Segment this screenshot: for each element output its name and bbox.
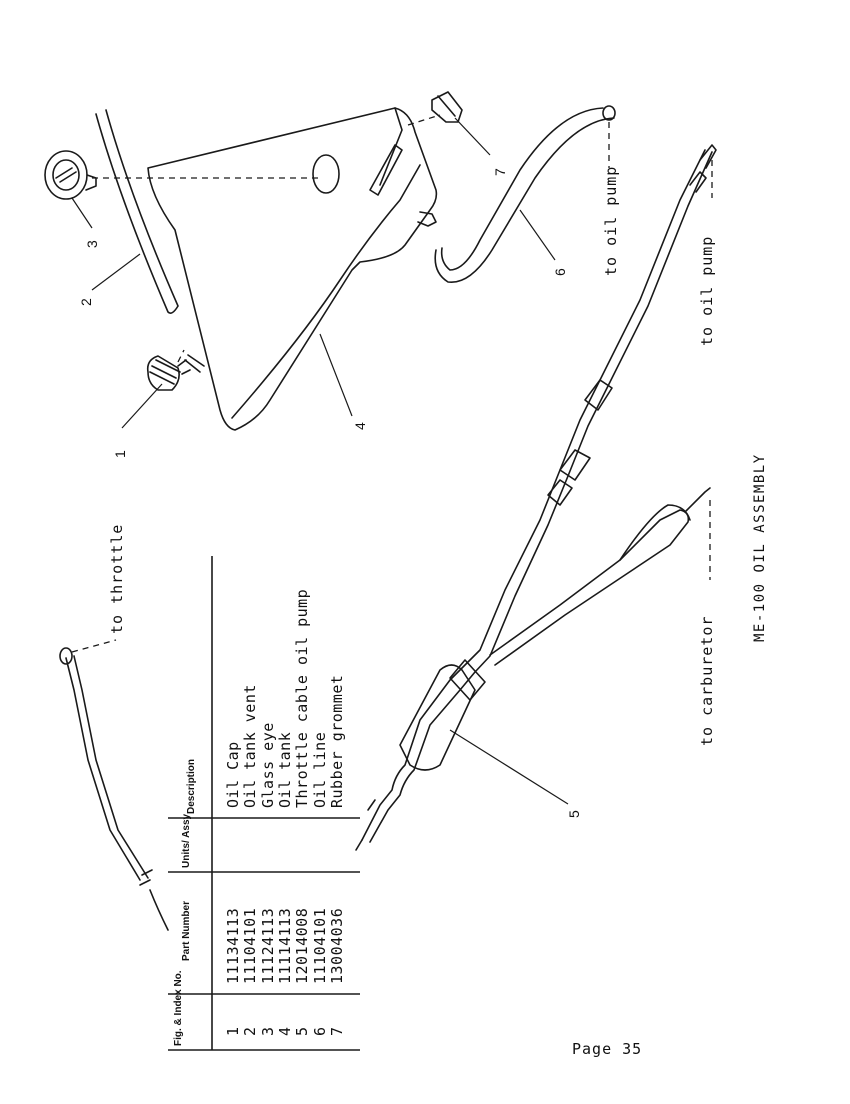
cell-description: Oil tank vent [241, 684, 259, 808]
leader-throttle [71, 639, 117, 653]
callout-3: 3 [84, 240, 100, 248]
oil-pump-cable-end [699, 144, 717, 169]
callout-6: 6 [552, 268, 568, 276]
cable-housing [399, 664, 476, 771]
throttle-cable-main [361, 149, 706, 841]
tank-outlet [417, 211, 437, 227]
cell-description: Oil line [311, 731, 329, 808]
oil-cap [146, 355, 180, 391]
callout-1: 1 [112, 450, 128, 458]
header-units: Units/ Assy [181, 813, 192, 868]
leader-cap [177, 349, 185, 363]
cell-part-number: 13004036 [328, 907, 346, 984]
header-index: Fig. & Index No. [173, 970, 184, 1046]
cell-description: Oil Cap [224, 741, 242, 808]
assembly-title: ME-100 OIL ASSEMBLY [752, 453, 768, 642]
throttle-cable [65, 655, 149, 881]
label-to-oil-pump-1: to oil pump [602, 165, 620, 276]
cell-description: Oil tank [276, 731, 294, 808]
label-to-carburetor: to carburetor [698, 615, 716, 746]
cell-description: Glass eye [259, 722, 277, 808]
oil-tank [147, 107, 438, 431]
cable-joint-mid [547, 479, 573, 506]
cell-index: 7 [328, 1026, 346, 1036]
cell-index: 4 [276, 1026, 294, 1036]
oil-tank-top-edge [379, 107, 403, 186]
callout-5: 5 [566, 810, 582, 818]
cell-index: 3 [259, 1026, 277, 1036]
oil-line [434, 107, 615, 283]
cell-index: 2 [241, 1026, 259, 1036]
cable-splitter [449, 659, 486, 701]
oil-tank-vent [95, 109, 179, 314]
cell-part-number: 11104101 [241, 907, 259, 984]
cable-joint-lower [584, 379, 613, 411]
callout-2: 2 [78, 298, 94, 306]
label-to-oil-pump-2: to oil pump [698, 235, 716, 346]
cell-part-number: 11114113 [276, 907, 294, 984]
leader-grommet [407, 114, 441, 126]
cell-index: 1 [224, 1026, 242, 1036]
callout-4: 4 [352, 422, 368, 430]
page-number: Page 35 [572, 1040, 643, 1058]
oil-tank-edge [231, 164, 421, 419]
oil-tank-rib [369, 144, 403, 196]
cell-description: Throttle cable oil pump [293, 588, 311, 808]
cable-joint-upper [559, 449, 591, 481]
glass-eye [44, 150, 88, 200]
cell-index: 5 [293, 1026, 311, 1036]
header-part-number: Part Number [181, 901, 192, 962]
cell-part-number: 12014008 [293, 907, 311, 984]
glass-eye-opening [312, 154, 340, 194]
cell-description: Rubber grommet [328, 674, 346, 808]
cell-part-number: 11104101 [311, 907, 329, 984]
cell-part-number: 11124113 [259, 907, 277, 984]
carburetor-branch [489, 509, 690, 666]
header-description: Description [186, 758, 197, 814]
tank-vent-port [184, 354, 205, 373]
callout-7: 7 [492, 168, 508, 176]
cell-part-number: 11134113 [224, 907, 242, 984]
cell-index: 6 [311, 1026, 329, 1036]
label-to-throttle: to throttle [108, 523, 126, 634]
